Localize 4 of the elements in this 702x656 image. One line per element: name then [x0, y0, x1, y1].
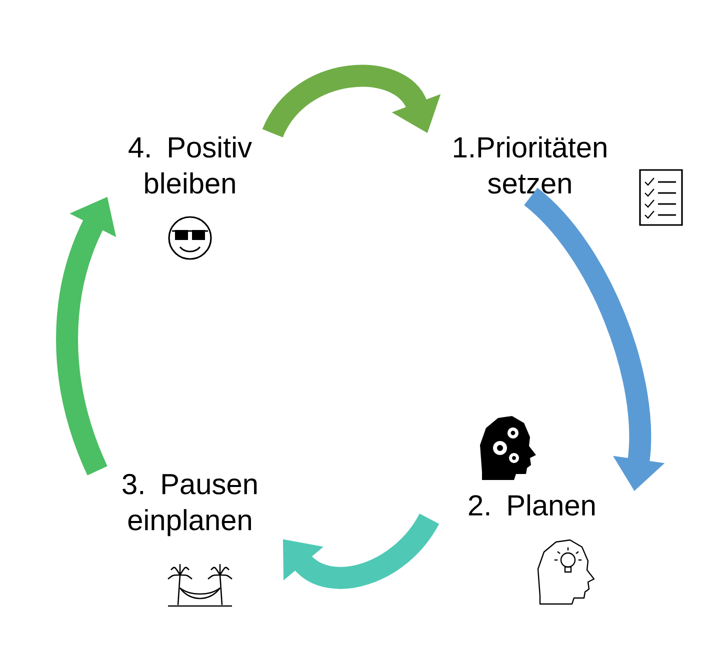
step-label: 3. Pausen einplanen: [122, 474, 257, 536]
step-label: 1.Prioritäten setzen: [454, 136, 606, 194]
step-label: 4. Positiv bleiben: [128, 136, 252, 194]
step-label: 2. Planen: [468, 494, 595, 516]
